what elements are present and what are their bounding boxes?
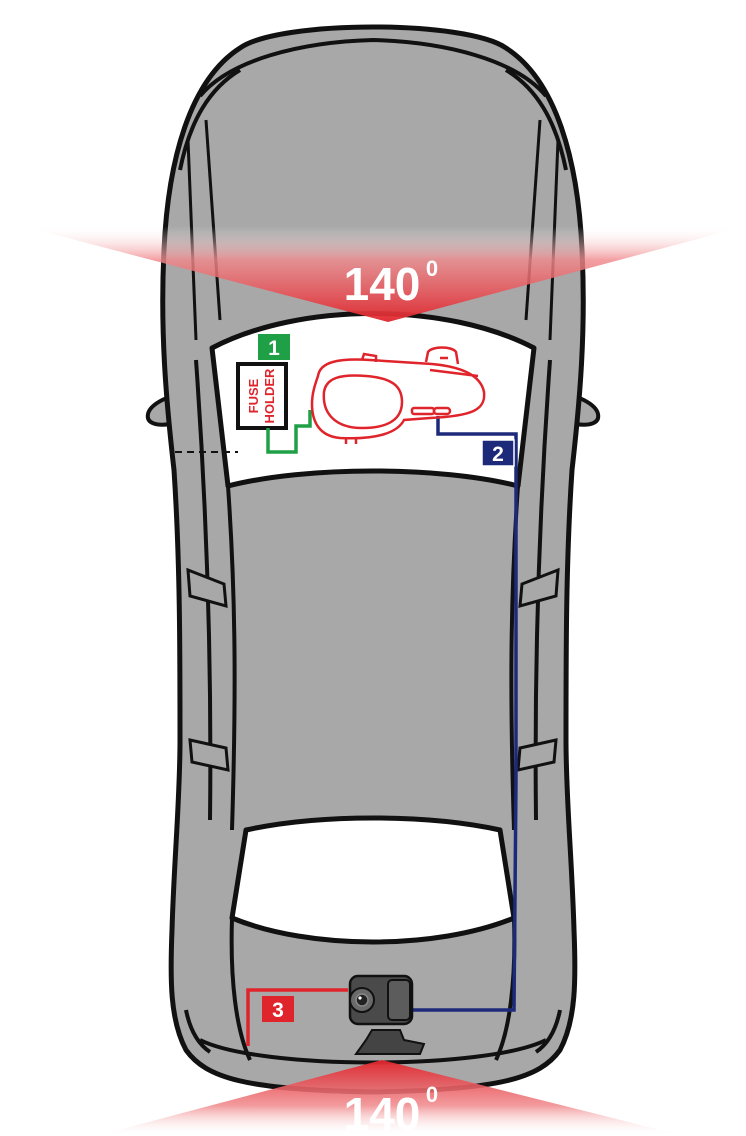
rear-window xyxy=(232,818,514,942)
rear-fov-label: 140 xyxy=(344,1088,421,1136)
rear-field-of-view: 140 0 xyxy=(96,1060,684,1136)
svg-text:1: 1 xyxy=(268,337,280,360)
svg-text:2: 2 xyxy=(492,443,504,466)
fuse-holder-line1: FUSE xyxy=(246,378,261,413)
svg-text:3: 3 xyxy=(272,999,284,1022)
front-field-of-view: 140 0 xyxy=(22,226,746,322)
car-top-view xyxy=(148,27,598,1092)
step-badge-3: 3 xyxy=(262,996,294,1022)
step-badge-1: 1 xyxy=(258,334,290,360)
rear-fov-unit: 0 xyxy=(426,1082,438,1107)
step-badge-2: 2 xyxy=(482,440,514,466)
fuse-holder-line2: HOLDER xyxy=(262,368,277,424)
front-fov-label: 140 xyxy=(344,258,421,310)
front-fov-unit: 0 xyxy=(426,256,438,281)
fuse-holder: FUSE HOLDER xyxy=(238,364,286,428)
